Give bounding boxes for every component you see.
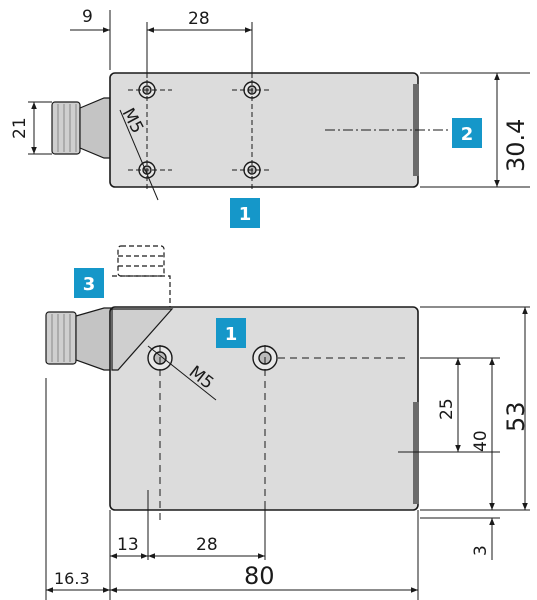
side-hidden-lines — [159, 345, 410, 520]
side-badge-1: 1 — [216, 318, 246, 348]
svg-text:1: 1 — [225, 324, 238, 345]
svg-text:3: 3 — [83, 274, 96, 295]
side-lens-window — [413, 402, 419, 504]
side-dim-28: 28 — [196, 535, 218, 555]
side-dim-53: 53 — [502, 401, 530, 432]
top-view: 9 28 21 30.4 M5 1 2 — [10, 7, 530, 228]
top-dim-30-4: 30.4 — [502, 119, 530, 172]
top-connector-body — [79, 97, 111, 159]
svg-text:2: 2 — [461, 124, 474, 145]
side-connector-nut — [45, 311, 77, 365]
side-sensor-body — [109, 306, 419, 511]
side-dim-40: 40 — [471, 430, 491, 452]
top-dim-21: 21 — [10, 117, 30, 139]
side-alt-connector-outline — [112, 245, 171, 311]
svg-text:1: 1 — [239, 204, 252, 225]
top-badge-1: 1 — [230, 198, 260, 228]
side-dim-25: 25 — [437, 398, 457, 420]
side-dim-80: 80 — [244, 562, 275, 590]
side-connector-body — [75, 307, 113, 371]
side-connector-wedge — [111, 308, 174, 371]
side-view: 13 28 16.3 80 53 40 25 3 M5 1 3 — [45, 245, 530, 600]
side-connector-ribs — [51, 314, 71, 362]
top-badge-2: 2 — [452, 118, 482, 148]
side-dim-13: 13 — [117, 535, 139, 555]
side-dim-16-3: 16.3 — [54, 569, 90, 588]
top-connector-ribs — [57, 104, 77, 152]
top-dim-9: 9 — [82, 7, 93, 27]
side-dim-3: 3 — [471, 545, 491, 556]
top-hole-centerlines — [128, 72, 272, 190]
top-dim-28: 28 — [188, 9, 210, 29]
side-badge-3: 3 — [74, 268, 104, 298]
